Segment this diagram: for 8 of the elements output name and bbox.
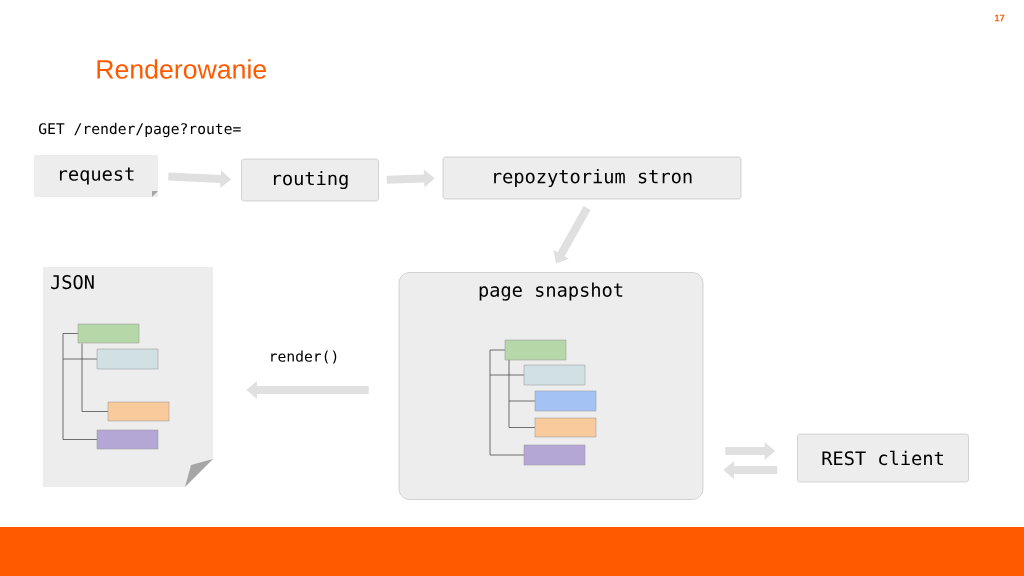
page-number: 17 [994,14,1005,22]
process-box: REST client [797,433,969,483]
process-box: routing [241,158,379,202]
slide-title: Renderowanie [97,59,266,79]
process-box: repozytorium stron [442,156,742,200]
request-box: request [34,155,158,197]
request-url: GET /render/page?route= [39,122,241,138]
edge-label: render() [267,349,341,365]
